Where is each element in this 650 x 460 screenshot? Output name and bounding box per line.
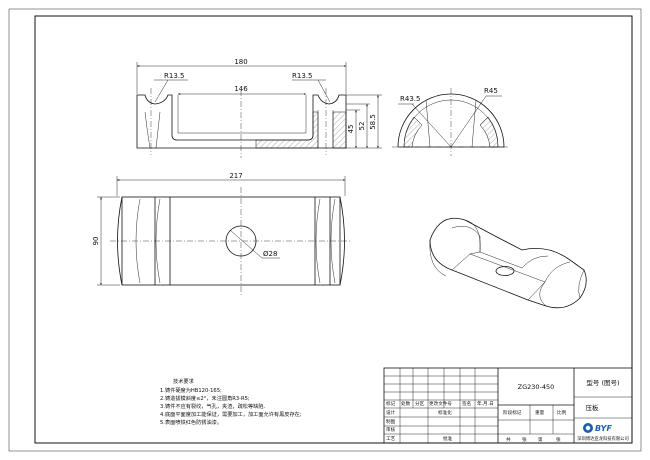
- company-name: 深圳博达亚龙科技有限公司: [577, 435, 629, 442]
- notes-line: 3.铸件不应有裂纹，气孔，夹渣，疏松等缺陷.: [160, 402, 266, 410]
- dim-inner-length: 146: [234, 85, 248, 93]
- dim-radius-left: R13.5: [164, 72, 184, 80]
- dim-height-52: 52: [358, 122, 366, 131]
- std-label: 标准化: [438, 409, 452, 416]
- notes-line: 2.铸造拔模斜度≤2°，未注圆角R3-R5;: [160, 394, 250, 402]
- rec-header: 签名: [462, 400, 471, 407]
- part-code: ZG230-450: [518, 383, 555, 391]
- sheet-label: 第: [538, 436, 543, 443]
- rec-header: 处数: [401, 400, 411, 407]
- stage-label: 阶段标记: [503, 409, 522, 416]
- notes-line: 5.表面喷铁红色防锈油漆。: [160, 418, 222, 426]
- part-name: 压板: [586, 403, 600, 412]
- dim-end-r-outer: R45: [484, 87, 498, 95]
- plan-view: 217 90 Ø28: [92, 172, 352, 296]
- scale-label: 比例: [557, 409, 567, 416]
- dim-overall-length: 180: [234, 58, 247, 66]
- sheet-label: 张: [556, 436, 561, 443]
- dim-plan-length: 217: [229, 172, 242, 180]
- sheet-label: 共: [506, 436, 511, 443]
- approve-label: 批准: [443, 435, 453, 442]
- dim-end-r-inner: R43.5: [400, 95, 420, 103]
- sheet-label: 张: [522, 436, 527, 443]
- notes-line: 4.底面平面度加工能保证，需要加工，加工面允许有黑皮存在;: [160, 410, 302, 418]
- dim-height-45: 45: [347, 125, 355, 134]
- end-view: R43.5 R45: [392, 87, 510, 156]
- dim-height-58-5: 58.5: [369, 114, 377, 130]
- rec-header: 分区: [415, 400, 425, 407]
- dim-hole-dia: Ø28: [263, 250, 277, 258]
- inner-border: [34, 15, 633, 444]
- rec-header: 更改文件号: [429, 400, 452, 407]
- rec-header: 标记: [386, 400, 396, 407]
- notes-line: 1.铸件硬度为HB120-165;: [160, 386, 222, 394]
- rec-header: 年.月.日: [477, 400, 494, 407]
- company-logo: BYF: [583, 423, 612, 433]
- notes-title: 技术要求: [173, 377, 195, 385]
- row-draw: 制图: [386, 418, 396, 425]
- weight-label: 重量: [535, 409, 545, 416]
- iso-hole: [495, 266, 515, 276]
- outer-border: [8, 8, 642, 452]
- dim-radius-right: R13.5: [292, 72, 312, 80]
- isometric-view: [429, 217, 587, 309]
- technical-notes: 技术要求 1.铸件硬度为HB120-165; 2.铸造拔模斜度≤2°，未注圆角R…: [160, 377, 302, 426]
- dim-plan-width: 90: [92, 237, 100, 246]
- row-design: 设计: [386, 409, 396, 416]
- front-section-view: 180 R13.5 R13.5 146 45 52 58.5: [136, 58, 382, 158]
- row-process: 工艺: [386, 436, 396, 442]
- title-block: 标记 处数 分区 更改文件号 签名 年.月.日 设计 制图 审核 工艺 标准化 …: [383, 367, 633, 444]
- logo-text: BYF: [595, 424, 612, 433]
- drawing-no-label: 型号 (图号): [586, 378, 619, 387]
- row-review: 审核: [386, 426, 396, 433]
